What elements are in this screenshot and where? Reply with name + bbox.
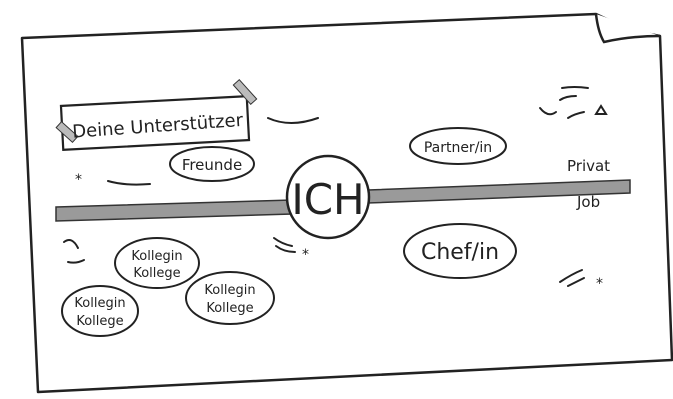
bubble-kollege-3: Kollegin Kollege: [185, 271, 275, 325]
squiggle-3: [273, 237, 293, 247]
job-label: Job: [576, 193, 600, 211]
squiggle-5: [539, 107, 557, 116]
star-mark-3: *: [596, 276, 603, 292]
bubble-kollege-1: Kollegin Kollege: [114, 237, 200, 289]
squiggle-6: [559, 95, 577, 101]
bubble-kollege-1-line1: Kollegin: [131, 249, 182, 264]
squiggle-10: [67, 259, 85, 264]
paper-fold: [594, 13, 661, 44]
bubble-kollege-2: Kollegin Kollege: [61, 285, 139, 337]
bubble-kollege-3-line1: Kollegin: [204, 283, 255, 298]
tape-left: [55, 120, 79, 144]
bubble-kollege-3-line2: Kollege: [206, 301, 253, 316]
squiggle-2: [107, 180, 151, 186]
tape-right: [232, 78, 258, 106]
squiggle-7: [561, 86, 589, 89]
bubble-chef: Chef/in: [403, 223, 517, 279]
ich-circle: ICH: [285, 154, 371, 240]
bubble-kollege-1-line2: Kollege: [133, 266, 180, 281]
squiggle-12: [567, 277, 585, 287]
squiggle-11: [559, 269, 583, 283]
bubble-freunde: Freunde: [169, 146, 255, 182]
bubble-kollege-2-line2: Kollege: [76, 314, 123, 329]
bubble-chef-label: Chef/in: [421, 240, 499, 265]
sticker: Deine Unterstützer: [55, 78, 258, 151]
star-mark-2: *: [302, 247, 309, 263]
triangle-mark: [594, 104, 608, 115]
star-mark-1: *: [75, 172, 82, 188]
star-marks: * * *: [75, 172, 603, 292]
squiggle-4: [275, 245, 296, 253]
bubble-kollege-2-line1: Kollegin: [74, 296, 125, 311]
bubble-partner-label: Partner/in: [424, 140, 492, 156]
squiggles: [63, 86, 608, 287]
ich-label: ICH: [291, 175, 364, 224]
squiggle-9: [63, 239, 79, 249]
squiggle-8: [567, 111, 585, 119]
bubble-partner: Partner/in: [409, 127, 507, 165]
squiggle-1: [267, 117, 319, 124]
bubble-freunde-label: Freunde: [182, 156, 242, 174]
privat-label: Privat: [567, 157, 610, 175]
